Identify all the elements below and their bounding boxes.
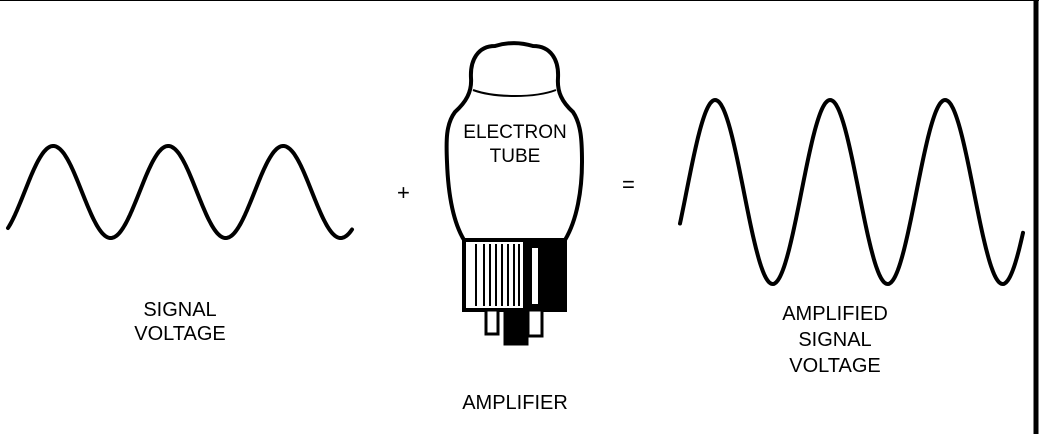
tube-neck-line — [472, 89, 557, 97]
tube-base-ribs — [475, 244, 520, 306]
output-label-line-2: SIGNAL — [798, 329, 872, 351]
output-label-line-1: AMPLIFIED — [782, 303, 888, 325]
equals-sign: = — [622, 172, 635, 197]
plus-sign: + — [397, 180, 410, 205]
signal-voltage-wave — [6, 144, 354, 240]
tube-label-line-1: ELECTRON — [463, 122, 567, 143]
output-label-line-3: VOLTAGE — [789, 355, 881, 377]
input-label-line-2: VOLTAGE — [134, 323, 226, 345]
tube-base-shadow — [523, 240, 565, 310]
tube-base-highlight — [532, 248, 538, 304]
input-label-line-1: SIGNAL — [143, 299, 217, 321]
electron-tube-icon — [444, 41, 585, 346]
tube-pin — [526, 308, 544, 338]
amplifier-label: AMPLIFIER — [462, 392, 568, 414]
tube-pin — [503, 308, 529, 346]
amplified-signal-voltage-wave — [678, 97, 1025, 287]
tube-label-line-2: TUBE — [489, 146, 541, 167]
tube-pin — [484, 308, 500, 336]
